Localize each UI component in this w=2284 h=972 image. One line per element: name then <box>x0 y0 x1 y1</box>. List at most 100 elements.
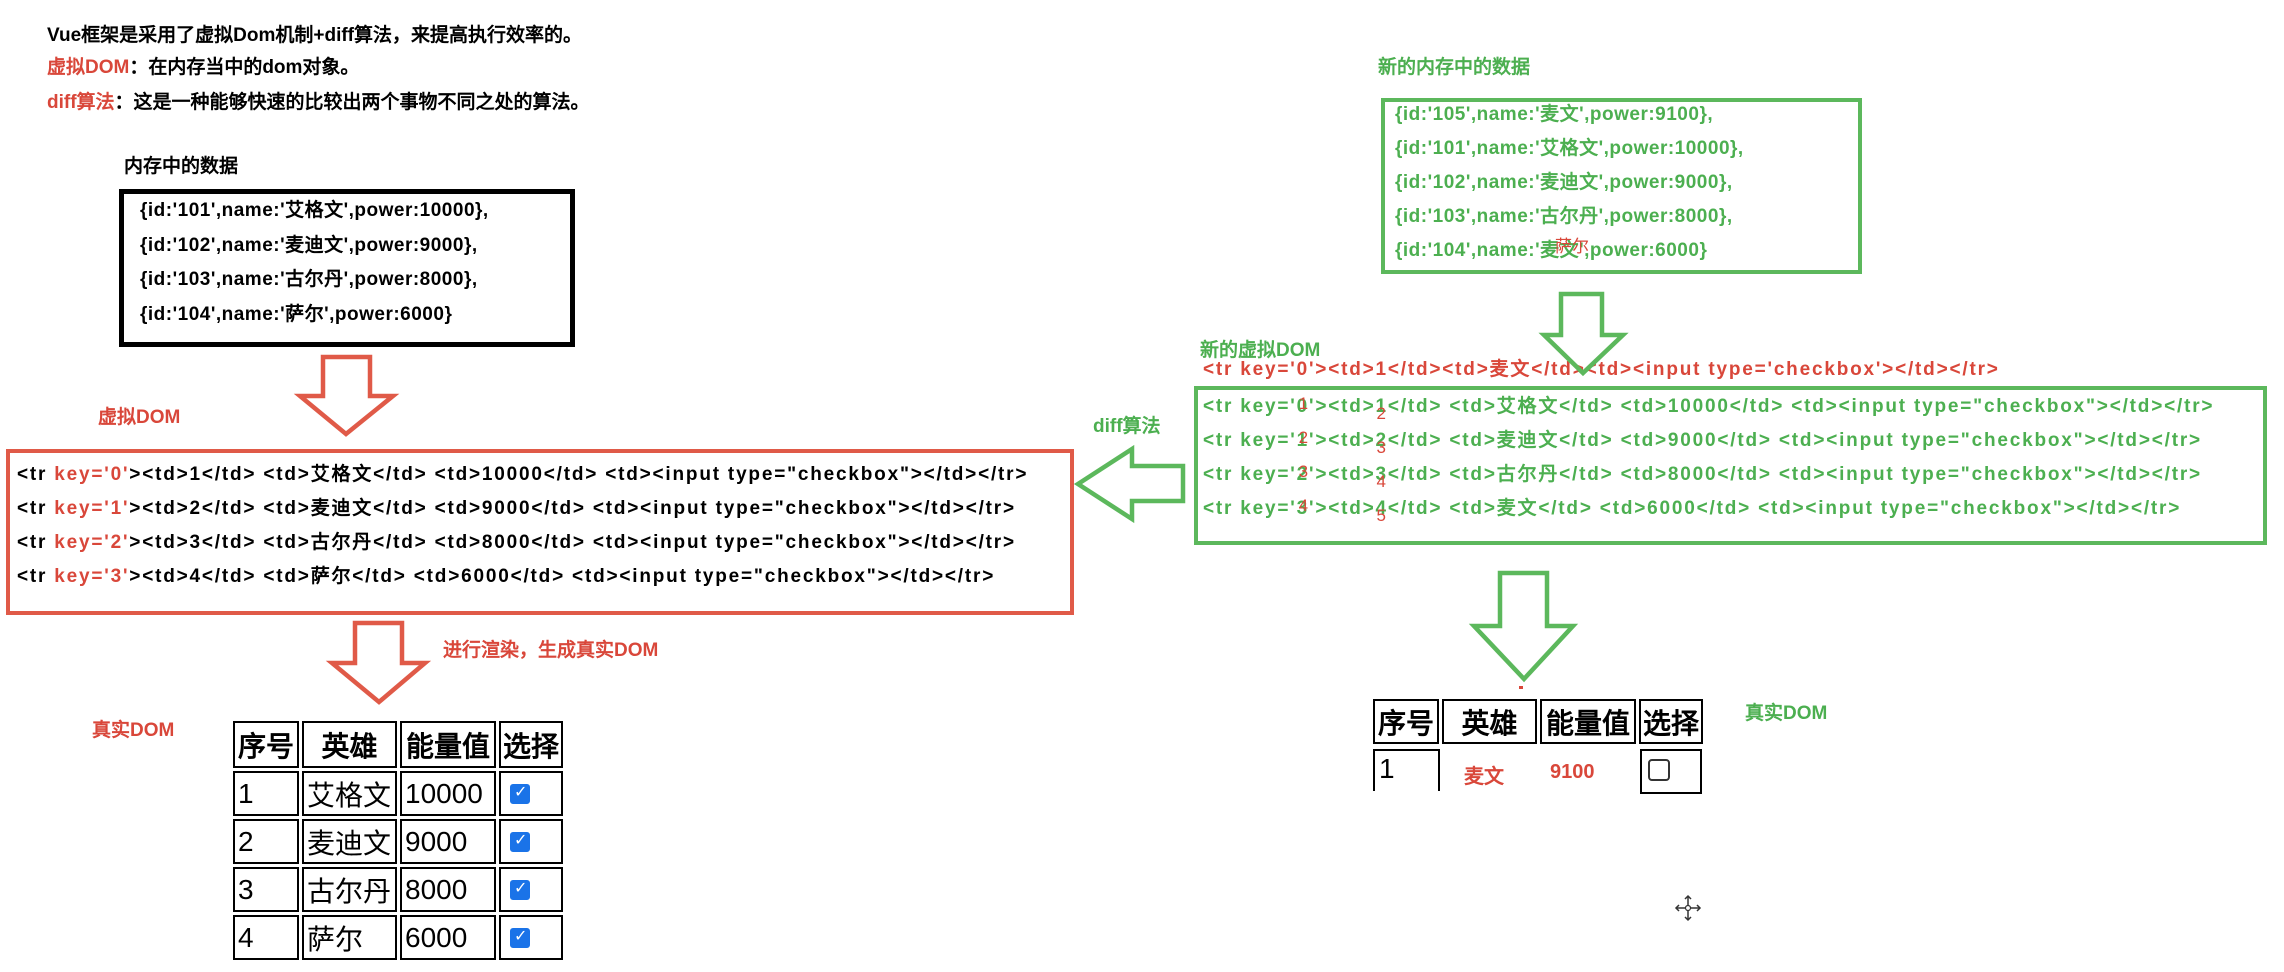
new-memory-data-label: 新的内存中的数据 <box>1378 57 1531 78</box>
vdom-row: <tr key='3'><td>4</td> <td>萨尔</td> <td>6… <box>17 560 1070 594</box>
cell-index: 4 <box>233 915 299 960</box>
code-rest: </td> <td>艾格文</td> <td>10000</td> <td><i… <box>1387 396 2215 417</box>
header-cell-power: 能量值 <box>400 721 496 768</box>
code-rest: </td> <td>麦文</td> <td>6000</td> <td><inp… <box>1387 498 2182 519</box>
inserted-vdom-row: <tr key='0'><td>1</td><td>麦文</td><td><in… <box>1203 359 2000 380</box>
new-memory-data-line: {id:'101',name:'艾格文',power:10000}, <box>1395 138 1744 159</box>
index-original: 3 <box>1375 464 1388 485</box>
code-mid: '><td> <box>1309 396 1376 417</box>
cell-index: 2 <box>233 819 299 864</box>
diff-arrow-left <box>1073 444 1186 524</box>
code-open: <tr key=' <box>1203 498 1297 519</box>
key-original: 0 <box>1296 396 1309 417</box>
memory-data-line: {id:'103',name:'古尔丹',power:8000}, <box>140 269 478 290</box>
key-correction: 2 <box>1298 428 1309 447</box>
header-cell-power: 能量值 <box>1540 699 1636 744</box>
cell-select <box>499 867 563 912</box>
cell-select <box>499 819 563 864</box>
select-checkbox[interactable] <box>510 926 530 948</box>
vdom-label: 虚拟DOM <box>98 407 181 428</box>
header-cell-select: 选择 <box>1639 699 1703 744</box>
new-real-dom-table-header: 序号 英雄 能量值 选择 <box>1373 699 1703 744</box>
select-checkbox[interactable] <box>510 782 530 804</box>
memory-data-line: {id:'104',name:'萨尔',power:6000} <box>140 303 453 325</box>
intro-line-1: Vue框架是采用了虚拟Dom机制+diff算法，来提高执行效率的。 <box>47 25 582 46</box>
key-correction: 4 <box>1298 496 1309 515</box>
red-mark <box>1519 686 1523 689</box>
new-cell-hero: 麦文 <box>1464 766 1504 788</box>
vdom-definition: ：在内存当中的dom对象。 <box>129 57 360 78</box>
intro-line-vdom: 虚拟DOM：在内存当中的dom对象。 <box>47 57 359 79</box>
cell-hero: 麦迪文 <box>302 819 397 864</box>
vdom-row: <tr key='0'><td>1</td> <td>艾格文</td> <td>… <box>17 458 1070 492</box>
select-checkbox[interactable] <box>510 878 530 900</box>
header-cell-hero: 英雄 <box>302 721 397 768</box>
memory-data-box: {id:'101',name:'艾格文',power:10000}, {id:'… <box>119 189 575 347</box>
cell-select <box>499 915 563 960</box>
key-attr: key='1' <box>54 498 130 519</box>
code-open: <tr key=' <box>1203 430 1297 451</box>
code-mid: '><td> <box>1309 498 1376 519</box>
new-real-dom-label: 真实DOM <box>1745 703 1828 724</box>
cell-hero: 古尔丹 <box>302 867 397 912</box>
header-cell-hero: 英雄 <box>1442 699 1537 744</box>
render-arrow-down-1 <box>293 354 400 437</box>
new-render-arrow-down <box>1468 570 1579 683</box>
new-cell-index: 1 <box>1373 749 1440 791</box>
key-original: 2 <box>1296 464 1309 485</box>
cell-power: 6000 <box>400 915 496 960</box>
diff-definition: ：这是一种能够快速的比较出两个事物不同之处的算法。 <box>114 92 590 113</box>
code-rest: ><td>2</td> <td>麦迪文</td> <td>9000</td> <… <box>129 498 1016 519</box>
index-correction: 2 <box>1376 404 1387 423</box>
code-rest: </td> <td>麦迪文</td> <td>9000</td> <td><in… <box>1387 430 2202 451</box>
vdom-term: 虚拟DOM <box>47 57 130 78</box>
new-cell-select <box>1640 749 1702 794</box>
key-correction: 3 <box>1298 462 1309 481</box>
select-checkbox[interactable] <box>510 830 530 852</box>
cell-power: 10000 <box>400 771 496 816</box>
diff-label: diff算法 <box>1093 416 1161 437</box>
key-original: 3 <box>1296 498 1309 519</box>
index-correction: 4 <box>1376 472 1387 491</box>
index-original: 4 <box>1375 498 1388 519</box>
key-original: 1 <box>1296 430 1309 451</box>
index-original: 1 <box>1375 396 1388 417</box>
code-open: <tr key=' <box>1203 464 1297 485</box>
cell-select <box>499 771 563 816</box>
memory-data-label: 内存中的数据 <box>124 156 239 177</box>
key-attr: key='3' <box>54 566 130 587</box>
code-mid: '><td> <box>1309 464 1376 485</box>
code-open: <tr key=' <box>1203 396 1297 417</box>
code-open: <tr <box>17 566 55 587</box>
code-rest: ><td>4</td> <td>萨尔</td> <td>6000</td> <t… <box>129 566 996 587</box>
new-cell-power: 9100 <box>1550 761 1595 783</box>
real-dom-table: 序号 英雄 能量值 选择 1 艾格文 10000 2 麦迪文 9000 3 古尔… <box>233 721 563 960</box>
key-correction: 1 <box>1298 394 1309 413</box>
header-cell-select: 选择 <box>499 721 563 768</box>
header-cell-index: 序号 <box>1373 699 1439 744</box>
select-checkbox[interactable] <box>1648 759 1670 781</box>
move-cursor-icon <box>1674 894 1702 922</box>
code-mid: '><td> <box>1309 430 1376 451</box>
key-attr: key='2' <box>54 532 130 553</box>
new-vdom-label: 新的虚拟DOM <box>1200 340 1321 361</box>
code-rest: </td> <td>古尔丹</td> <td>8000</td> <td><in… <box>1387 464 2202 485</box>
code-open: <tr <box>17 532 55 553</box>
index-correction: 3 <box>1376 438 1387 457</box>
code-rest: ><td>3</td> <td>古尔丹</td> <td>8000</td> <… <box>129 532 1016 553</box>
real-dom-label: 真实DOM <box>92 720 175 741</box>
new-memory-data-line: {id:'104',name:'麦文',power:6000} <box>1395 240 1708 261</box>
